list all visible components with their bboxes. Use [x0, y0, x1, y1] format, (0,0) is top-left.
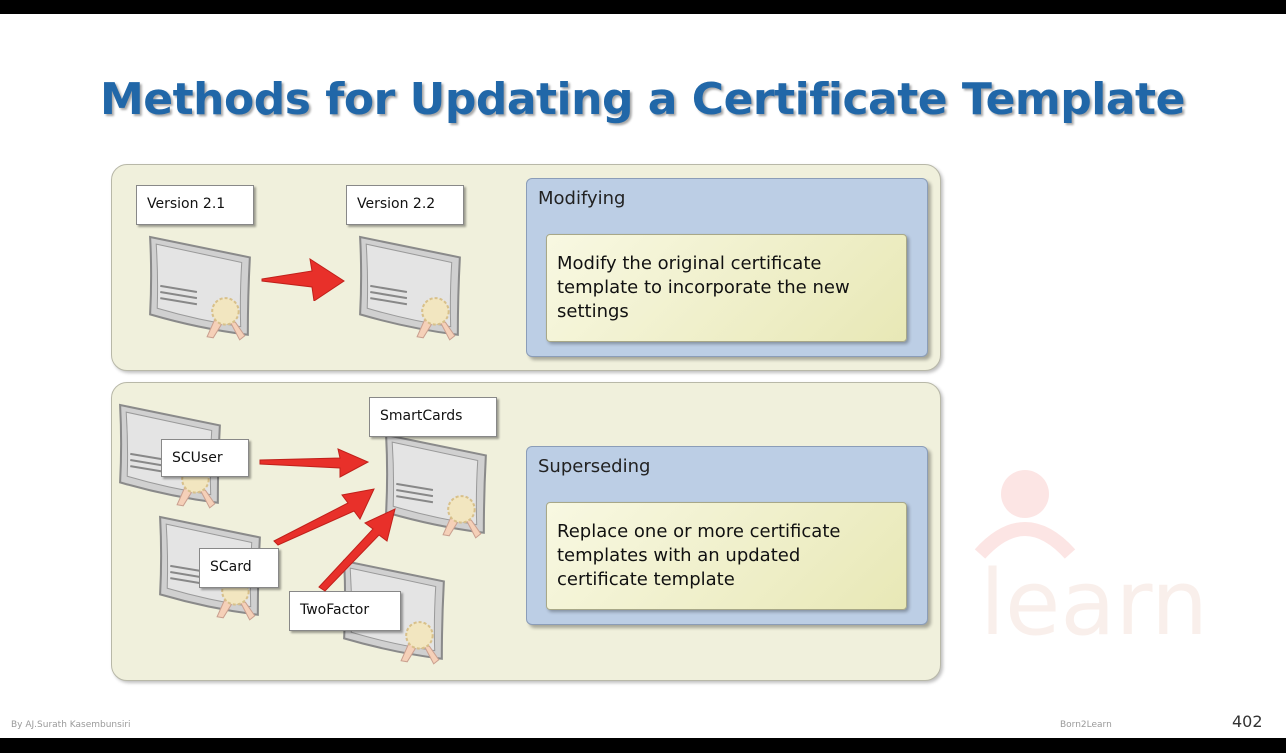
superseding-heading: Superseding — [538, 456, 651, 477]
page-number: 402 — [1232, 712, 1263, 731]
modifying-description-box: Modify the original certificate template… — [546, 234, 907, 342]
arrow-right-icon — [259, 448, 370, 478]
superseding-description-box: Replace one or more certificate template… — [546, 502, 907, 610]
target-template-label: SmartCards — [369, 397, 497, 437]
modifying-heading: Modifying — [538, 188, 626, 209]
source-template-label-twofactor: TwoFactor — [289, 591, 401, 631]
footer-author: By AJ.Surath Kasembunsiri — [11, 720, 131, 730]
slide-title: Methods for Updating a Certificate Templ… — [100, 74, 1185, 125]
slide: Methods for Updating a Certificate Templ… — [0, 14, 1286, 738]
version-old-label: Version 2.1 — [136, 185, 254, 225]
arrow-right-icon — [261, 257, 345, 301]
arrow-right-icon — [318, 508, 396, 592]
modifying-box: Modifying Modify the original certificat… — [526, 178, 928, 357]
version-new-label: Version 2.2 — [346, 185, 464, 225]
watermark-text: learn — [980, 551, 1208, 654]
superseding-box: Superseding Replace one or more certific… — [526, 446, 928, 625]
certificate-icon — [385, 434, 487, 539]
footer-brand: Born2Learn — [1060, 720, 1112, 730]
watermark-logo: learn — [974, 470, 1208, 654]
source-template-label-scuser: SCUser — [161, 439, 249, 477]
certificate-icon — [149, 236, 251, 341]
arrow-right-icon — [273, 488, 375, 546]
superseding-panel: SmartCards SCUser SCard TwoFactor Supers… — [111, 382, 941, 681]
source-template-label-scard: SCard — [199, 548, 279, 588]
modifying-description: Modify the original certificate template… — [557, 253, 850, 322]
superseding-description: Replace one or more certificate template… — [557, 521, 841, 590]
modifying-panel: Version 2.1 Version 2.2 Modifying Modify… — [111, 164, 941, 371]
certificate-icon — [359, 236, 461, 341]
